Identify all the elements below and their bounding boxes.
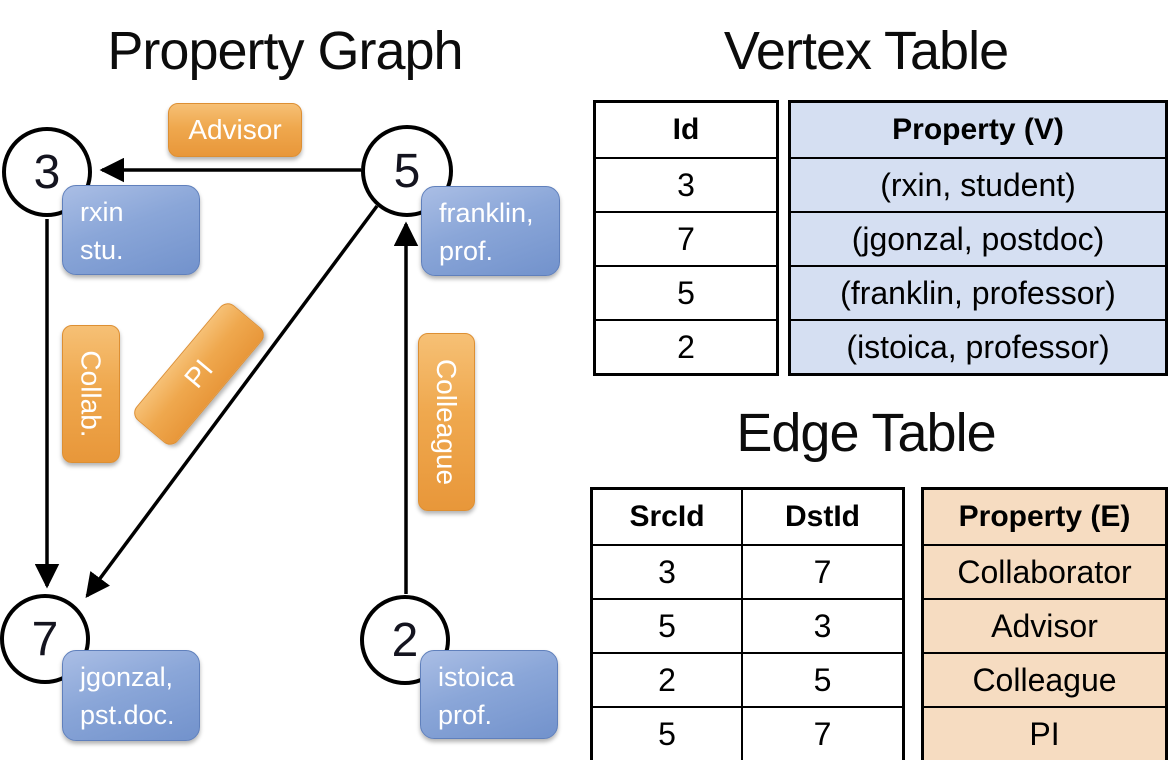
node-id-3: 3 [33,145,61,199]
edge-property-cell: Collaborator [957,553,1132,590]
table-row: (jgonzal, postdoc) [791,211,1165,265]
edge-dstid-cell: 7 [741,546,902,598]
table-row: Colleague [924,652,1165,706]
edge-table-property-header: Property (E) [958,500,1131,533]
edge-label-collab-text: Collab. [76,350,108,438]
node-id-7: 7 [31,612,59,666]
edge-property-cell: Advisor [991,607,1098,644]
table-row: PI [924,706,1165,760]
vertex-id-cell: 7 [677,220,695,257]
table-row: 2 5 [593,652,902,706]
vertex-property-cell: (istoica, professor) [846,328,1110,365]
table-row: Collaborator [924,544,1165,598]
table-row: (franklin, professor) [791,265,1165,319]
node-property-5-line2: prof. [439,236,494,266]
edge-label-colleague-text: Colleague [431,358,463,486]
edge-dstid-cell: 3 [741,600,902,652]
graph-edges-layer [34,157,419,598]
node-property-box-3: rxin stu. [62,185,200,275]
edge-srcid-cell: 5 [658,715,676,752]
table-row: 3 [596,157,776,211]
node-property-7-line2: pst.doc. [80,700,175,730]
edge-property-cell: Colleague [972,661,1117,698]
vertex-table-property-column: Property (V) (rxin, student) (jgonzal, p… [788,100,1168,376]
edge-srcid-cell: 3 [658,553,676,590]
node-property-5-line1: franklin, [439,198,534,228]
vertex-table-property-header: Property (V) [892,113,1064,146]
node-property-7-line1: jgonzal, [80,662,174,692]
node-property-2-line1: istoica [438,662,515,692]
edge-label-advisor-text: Advisor [188,114,282,145]
table-row: 5 [596,265,776,319]
table-row: 5 3 [593,598,902,652]
edge-property-cell: PI [1029,715,1060,752]
vertex-table-id-column: Id 3 7 5 2 [593,100,779,376]
vertex-id-cell: 2 [677,328,695,365]
vertex-property-cell: (jgonzal, postdoc) [851,220,1105,257]
edge-dstid-cell: 7 [741,708,902,760]
node-id-5: 5 [393,144,421,198]
node-property-box-7: jgonzal, pst.doc. [62,650,200,741]
edge-table-property-column: Property (E) Collaborator Advisor Collea… [921,487,1168,760]
node-property-box-5: franklin, prof. [421,186,560,276]
table-row: 2 [596,319,776,373]
property-graph-title: Property Graph [107,21,463,81]
vertex-table-title: Vertex Table [723,21,1009,81]
table-row: 7 [596,211,776,265]
table-row: 3 7 [593,544,902,598]
node-property-2-line2: prof. [438,700,493,730]
table-row: 5 7 [593,706,902,760]
edge-label-colleague: Colleague [418,333,475,511]
node-circle-2: 2 [360,595,450,685]
edge-srcid-cell: 5 [658,607,676,644]
edge-dstid-cell: 5 [741,654,902,706]
edge-label-pi-text: PI [178,353,219,394]
vertex-property-cell: (franklin, professor) [840,274,1116,311]
edge-table-title: Edge Table [736,403,996,463]
table-row: Advisor [924,598,1165,652]
node-id-2: 2 [391,613,419,667]
vertex-property-cell: (rxin, student) [880,166,1076,203]
vertex-id-cell: 5 [677,274,695,311]
node-property-3-line1: rxin [80,197,124,227]
node-property-3-line2: stu. [80,235,124,265]
edge-table-srcid-header: SrcId [629,500,705,533]
vertex-table-id-header: Id [672,113,700,146]
table-row: (istoica, professor) [791,319,1165,373]
table-row: (rxin, student) [791,157,1165,211]
edge-label-advisor: Advisor [168,103,302,157]
edge-table-ids-columns: SrcId DstId 3 7 5 3 2 5 5 7 [590,487,905,760]
node-property-box-2: istoica prof. [420,650,558,739]
edge-line-pi-5-to-7 [85,204,379,598]
edge-table-dstid-header: DstId [741,490,902,544]
edge-label-collab: Collab. [62,325,120,463]
vertex-id-cell: 3 [677,166,695,203]
edge-srcid-cell: 2 [658,661,676,698]
